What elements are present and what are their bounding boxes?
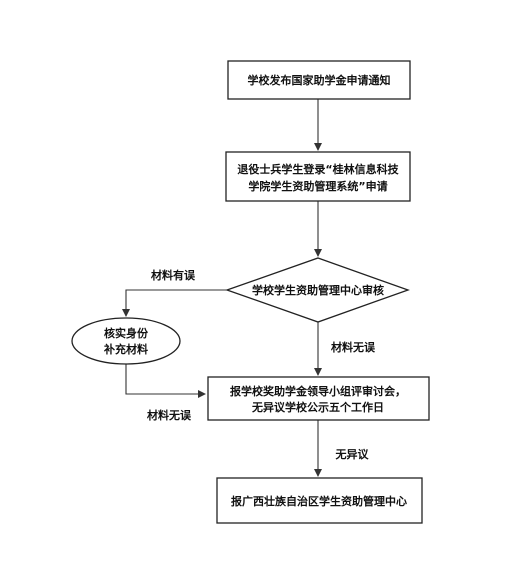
node-verify-label-line1: 核实身份	[104, 326, 149, 340]
node-group-review-label-line2: 无异议学校公示五个工作日	[251, 400, 384, 414]
node-apply-label-line2: 学院学生资助管理系统”申请	[248, 179, 387, 193]
node-group-review: 报学校奖助学金领导小组评审讨会， 无异议学校公示五个工作日	[207, 376, 430, 421]
edge-verify-to-group	[125, 364, 206, 398]
node-report-label: 报广西壮族自治区学生资助管理中心	[231, 494, 407, 508]
node-notice: 学校发布国家助学金申请通知	[227, 60, 411, 100]
node-report: 报广西壮族自治区学生资助管理中心	[216, 477, 423, 524]
edge-label-no-objection: 无异议	[335, 447, 370, 461]
node-verify: 核实身份 补充材料	[71, 317, 181, 365]
node-review-label: 学校学生资助管理中心审核	[252, 283, 384, 297]
node-group-review-label-line1: 报学校奖助学金领导小组评审讨会，	[230, 384, 406, 398]
edge-label-no-error-left: 材料无误	[147, 408, 192, 422]
node-apply: 退役士兵学生登录“桂林信息科技 学院学生资助管理系统”申请	[225, 151, 411, 202]
node-verify-label-line2: 补充材料	[103, 342, 148, 356]
node-apply-label-line1: 退役士兵学生登录“桂林信息科技	[237, 162, 399, 176]
node-review-decision: 学校学生资助管理中心审核	[225, 257, 410, 323]
edge-label-has-error: 材料有误	[151, 268, 196, 282]
edge-label-no-error-down: 材料无误	[331, 340, 376, 354]
node-notice-label: 学校发布国家助学金申请通知	[248, 73, 391, 87]
edge-review-to-verify	[122, 289, 227, 317]
